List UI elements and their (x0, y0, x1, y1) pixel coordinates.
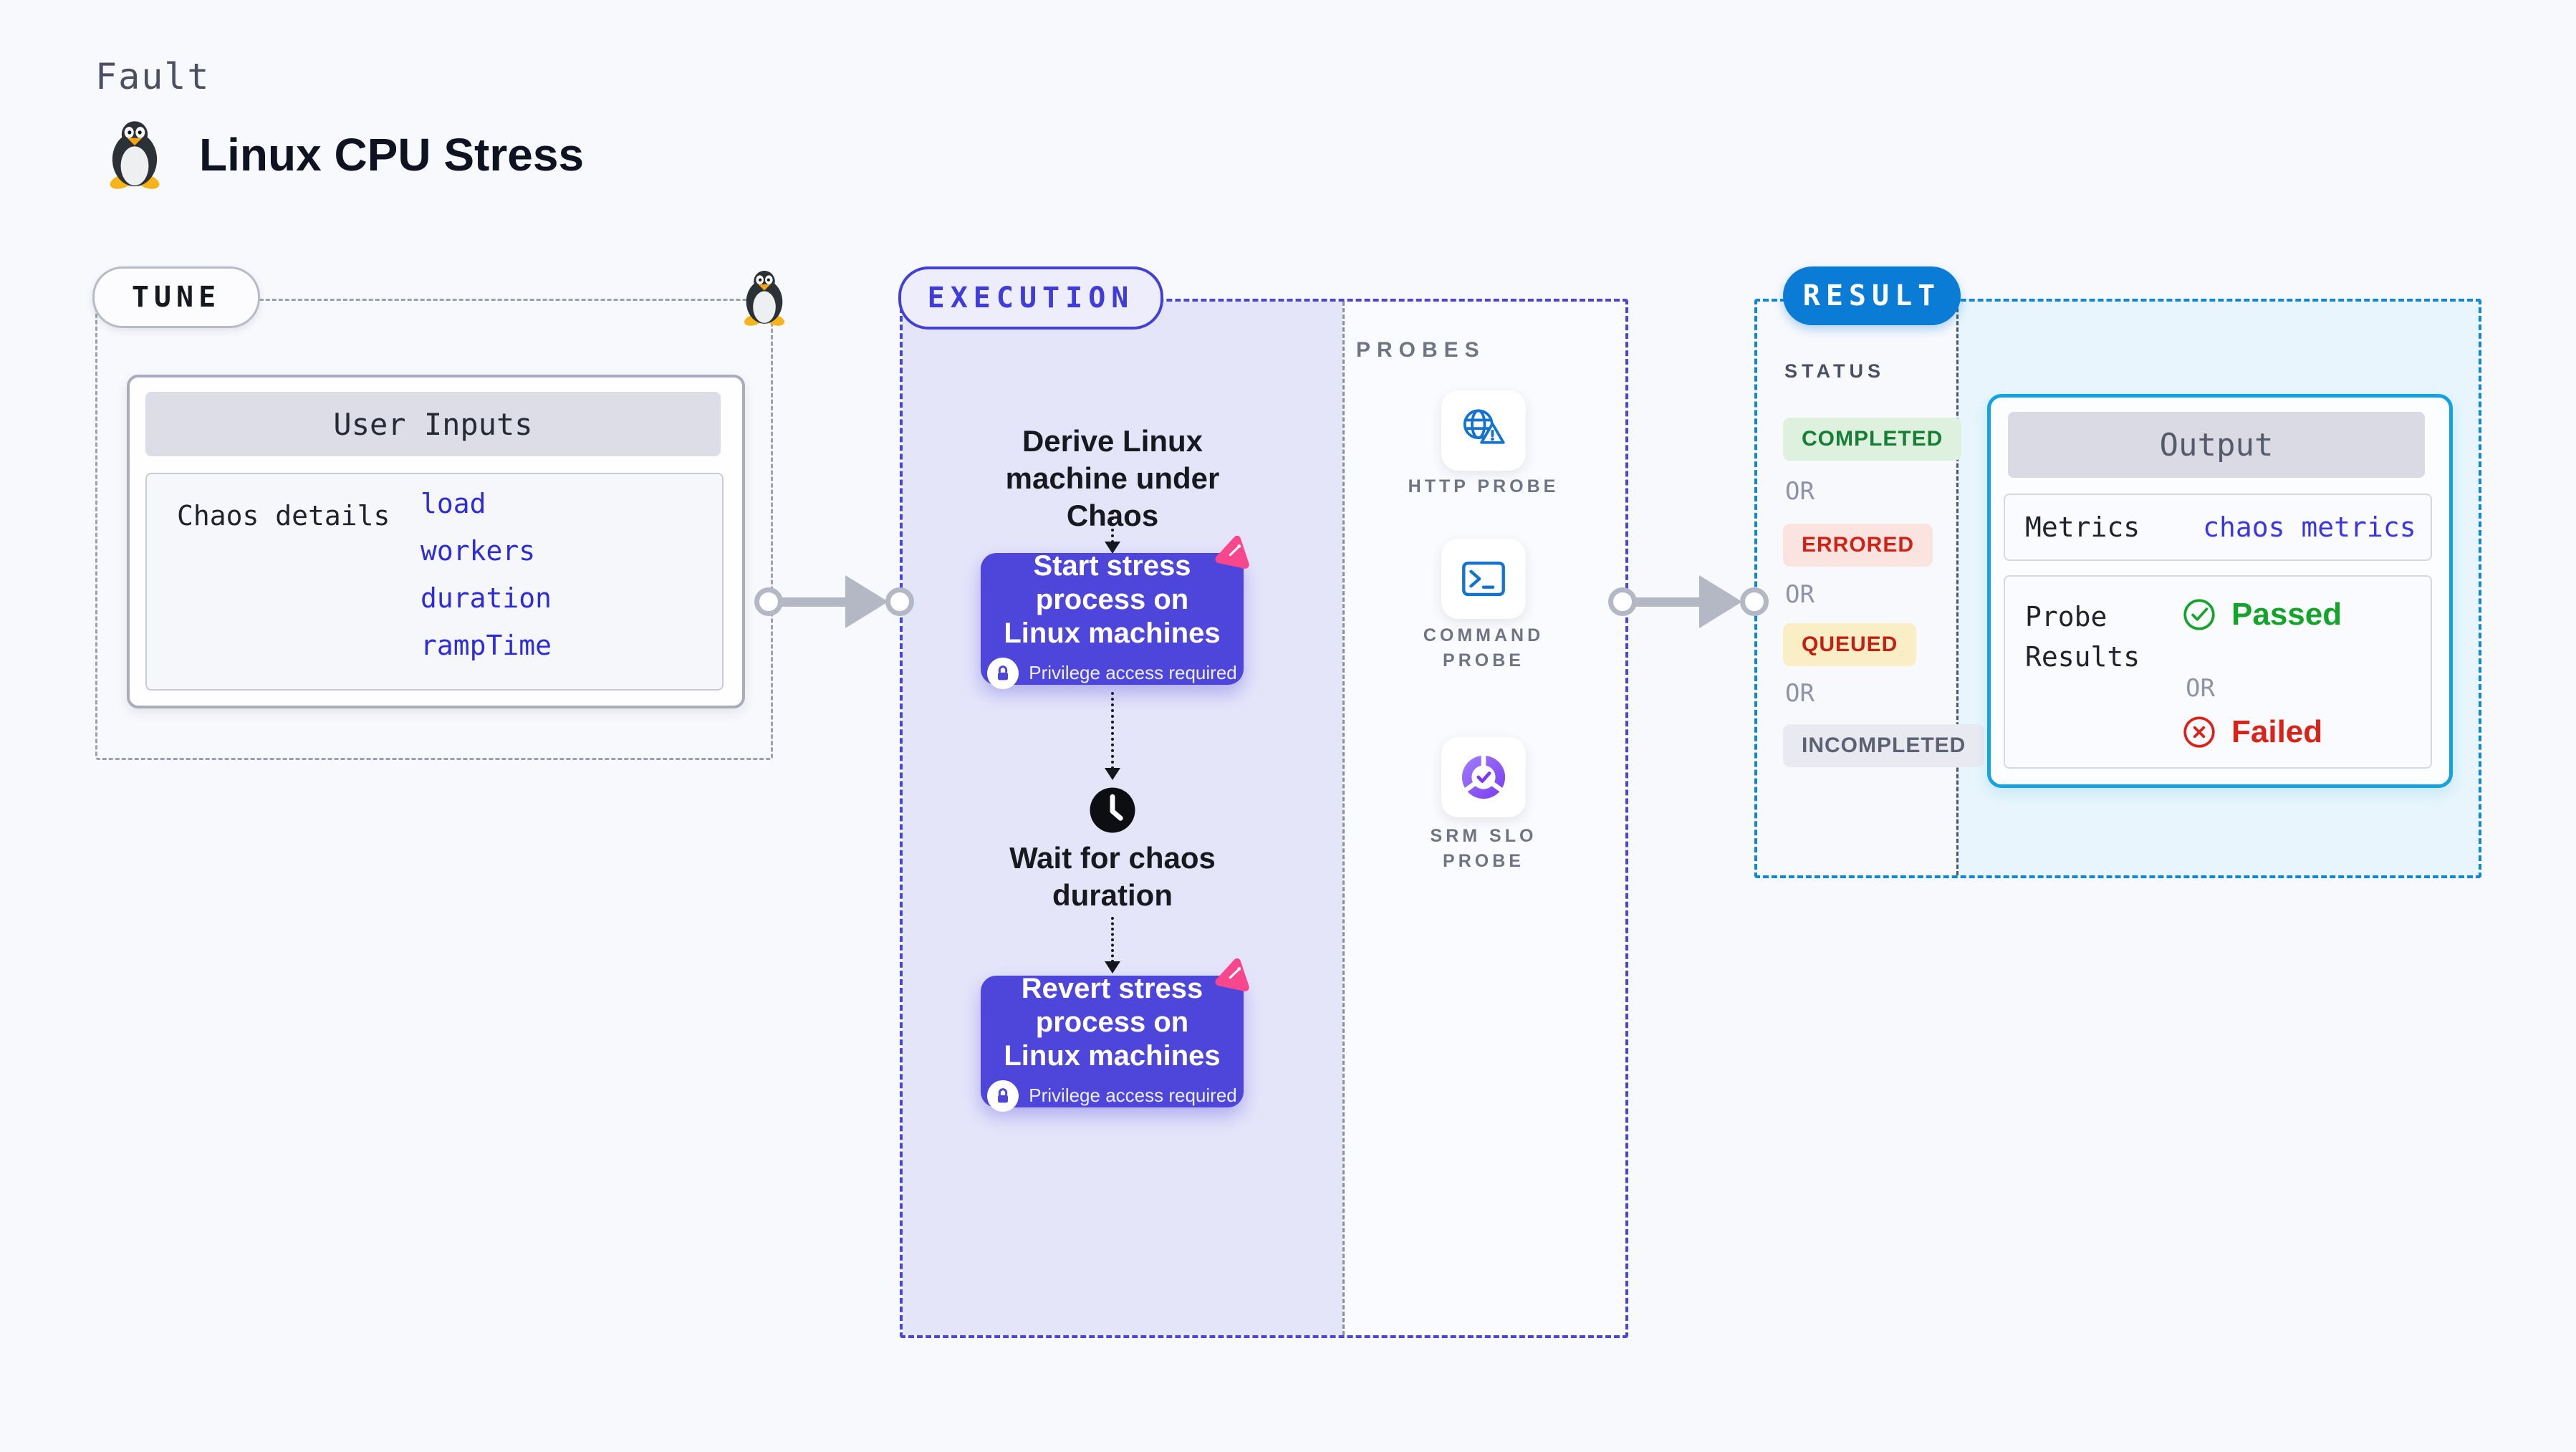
execution-badge: EXECUTION (898, 266, 1163, 330)
chaos-fault-icon (1215, 535, 1249, 569)
privilege-note: Privilege access required (1029, 1085, 1237, 1106)
execution-to-result-arrow-head (1699, 575, 1742, 628)
start-stress-title: Start stress process on Linux machines (1004, 549, 1221, 649)
or-separator: OR (1785, 580, 1815, 609)
status-badge-queued: QUEUED (1783, 623, 1917, 666)
user-inputs-header: User Inputs (145, 392, 721, 456)
terminal-icon (1462, 561, 1505, 597)
revert-stress-step: Revert stress process on Linux machines … (981, 973, 1244, 1112)
start-to-wait-arrowhead (1105, 768, 1120, 780)
privilege-note: Privilege access required (1029, 662, 1237, 683)
input-link-duration[interactable]: duration (420, 582, 552, 614)
passed-result: Passed (2181, 597, 2342, 633)
tune-badge: TUNE (92, 266, 260, 328)
privilege-row: Privilege access required (987, 1080, 1237, 1112)
check-circle-icon (2183, 599, 2215, 630)
result-badge: RESULT (1783, 266, 1961, 325)
input-link-load[interactable]: load (420, 488, 486, 519)
input-link-workers[interactable]: workers (420, 535, 536, 567)
tune-connector-dot (754, 587, 783, 616)
status-badge-incompleted: INCOMPLETED (1783, 724, 1985, 767)
page-title: Linux CPU Stress (199, 129, 585, 181)
wait-to-revert-connector (1111, 917, 1114, 963)
probes-connector-dot (1608, 587, 1637, 616)
chaos-input-list: load workers duration rampTime (420, 490, 552, 660)
chaos-metrics-link[interactable]: chaos metrics (2203, 511, 2416, 543)
probe-results-label: Probe Results (2025, 601, 2140, 673)
srm-slo-probe-card (1441, 737, 1526, 817)
user-inputs-card: User Inputs Chaos details load workers d… (127, 375, 745, 708)
chaos-details-label: Chaos details (177, 500, 390, 532)
status-title: STATUS (1784, 360, 1885, 382)
failed-result: Failed (2181, 714, 2322, 750)
metrics-label: Metrics (2025, 511, 2140, 543)
or-separator: OR (2186, 674, 2215, 703)
lock-icon (987, 657, 1019, 689)
metrics-row: Metrics chaos metrics (2004, 494, 2432, 561)
lock-icon (987, 1080, 1019, 1112)
http-probe-card (1441, 390, 1526, 471)
x-circle-icon (2183, 716, 2215, 748)
srm-slo-probe-label: SRM SLO PROBE (1430, 826, 1537, 871)
wait-to-revert-arrowhead (1105, 961, 1120, 973)
input-link-ramptime[interactable]: rampTime (420, 630, 552, 661)
derive-to-start-connector (1111, 511, 1114, 543)
passed-label: Passed (2231, 597, 2342, 632)
derive-to-start-arrowhead (1105, 542, 1120, 554)
status-badge-completed: COMPLETED (1783, 418, 1962, 461)
tux-penguin-small-icon (744, 271, 784, 326)
clock-icon (1090, 787, 1135, 833)
command-probe-label: COMMAND PROBE (1423, 625, 1544, 670)
start-stress-step: Start stress process on Linux machines P… (981, 550, 1244, 689)
output-card: Output Metrics chaos metrics Probe Resul… (1987, 394, 2453, 788)
tune-to-execution-arrow-line (777, 597, 850, 607)
probes-title: PROBES (1356, 338, 1486, 362)
command-probe-card (1441, 539, 1526, 619)
probes-area (1342, 302, 1625, 1335)
execution-to-result-arrow-line (1631, 597, 1704, 607)
chaos-details-panel: Chaos details load workers duration ramp… (145, 473, 724, 691)
globe-alert-icon (1463, 409, 1505, 444)
result-connector-dot (1740, 587, 1769, 616)
execution-connector-dot (885, 587, 914, 616)
chaos-fault-icon (1215, 958, 1249, 991)
probe-results-row: Probe Results Passed OR Failed (2004, 575, 2432, 769)
revert-stress-title: Revert stress process on Linux machines (1004, 972, 1221, 1072)
start-to-wait-connector (1111, 692, 1114, 769)
http-probe-label: HTTP PROBE (1408, 476, 1559, 496)
tune-section-box (95, 299, 773, 760)
or-separator: OR (1785, 679, 1815, 708)
tune-to-execution-arrow-head (845, 575, 888, 628)
fault-eyebrow-label: Fault (95, 56, 211, 97)
tux-penguin-icon (110, 121, 160, 189)
failed-label: Failed (2231, 714, 2323, 749)
wait-step-label: Wait for chaos duration (1009, 841, 1216, 912)
status-badge-errored: ERRORED (1783, 524, 1933, 567)
or-separator: OR (1785, 477, 1815, 506)
slo-donut-icon (1461, 753, 1506, 799)
output-header: Output (2008, 412, 2425, 478)
privilege-row: Privilege access required (987, 657, 1237, 689)
